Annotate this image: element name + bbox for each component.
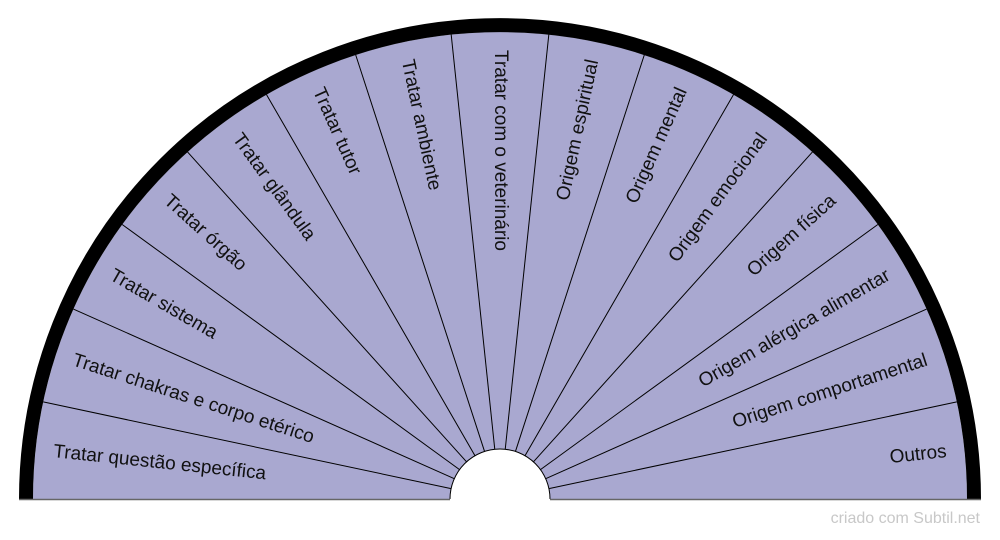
sector: [187, 94, 476, 462]
sectors-group: [33, 31, 967, 499]
sector: [505, 34, 645, 452]
sector-divider: [533, 151, 813, 463]
sector-divider: [266, 94, 476, 456]
sector: [266, 54, 485, 456]
sector-divider: [187, 151, 467, 463]
sector: [515, 54, 734, 456]
sector-divider: [514, 54, 645, 452]
sector: [43, 309, 455, 489]
sector-divider: [504, 34, 550, 450]
sector: [355, 34, 495, 452]
outer-rim: [19, 18, 981, 500]
sector-divider: [43, 401, 452, 490]
sector: [525, 94, 813, 462]
sector: [533, 151, 878, 470]
sector: [122, 151, 467, 470]
sector-divider: [545, 308, 927, 480]
credit-text: criado com Subtil.net: [830, 510, 980, 527]
sector-divider: [450, 34, 496, 450]
sector: [451, 31, 549, 450]
sector-label: Tratar com o veterinário: [490, 50, 511, 251]
sector: [545, 309, 957, 489]
sector-divider: [73, 308, 455, 480]
sector: [548, 401, 967, 499]
sector: [73, 224, 460, 479]
sector-divider: [121, 224, 460, 471]
center-hub: [449, 448, 551, 500]
sector-divider: [355, 54, 486, 452]
sector-divider: [524, 94, 734, 456]
sector: [33, 401, 452, 499]
sector-divider: [540, 224, 879, 471]
sector: [540, 224, 927, 479]
sector-divider: [548, 401, 957, 490]
dividers-group: [43, 34, 957, 490]
